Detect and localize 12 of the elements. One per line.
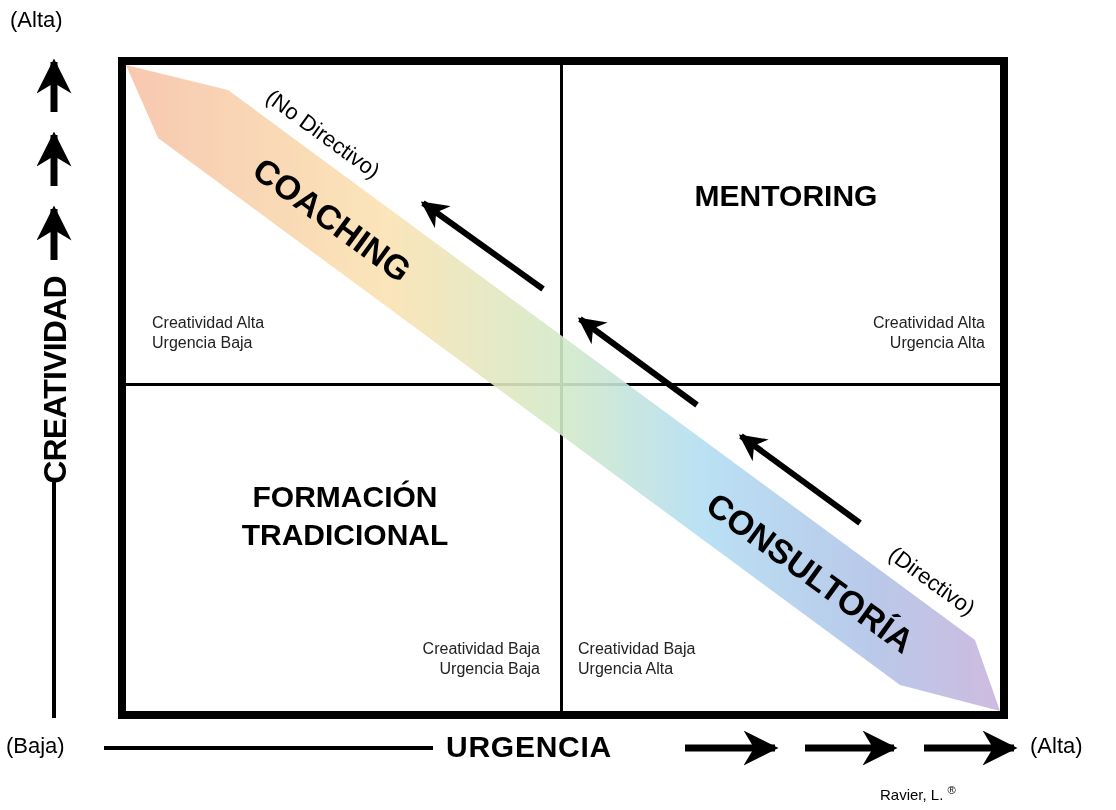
quadrant-description: Creatividad Alta Urgencia Alta (871, 313, 985, 353)
quadrant-title: MENTORING (693, 178, 879, 214)
quadrant-description: Creatividad Baja Urgencia Baja (421, 639, 540, 679)
axis-label: (Alta) (10, 6, 63, 34)
author-credit: Ravier, L. $^{®}$ (880, 786, 956, 805)
axis-title: URGENCIA (446, 729, 612, 765)
axis-label: (Alta) (1030, 732, 1083, 760)
quadrant-description: Creatividad Baja Urgencia Alta (578, 639, 697, 679)
axis-title: CREATIVIDAD (36, 276, 74, 484)
quadrant-description: Creatividad Alta Urgencia Baja (152, 313, 266, 353)
quadrant-title: FORMACIÓN TRADICIONAL (240, 479, 450, 553)
axis-label: (Baja) (6, 732, 65, 760)
